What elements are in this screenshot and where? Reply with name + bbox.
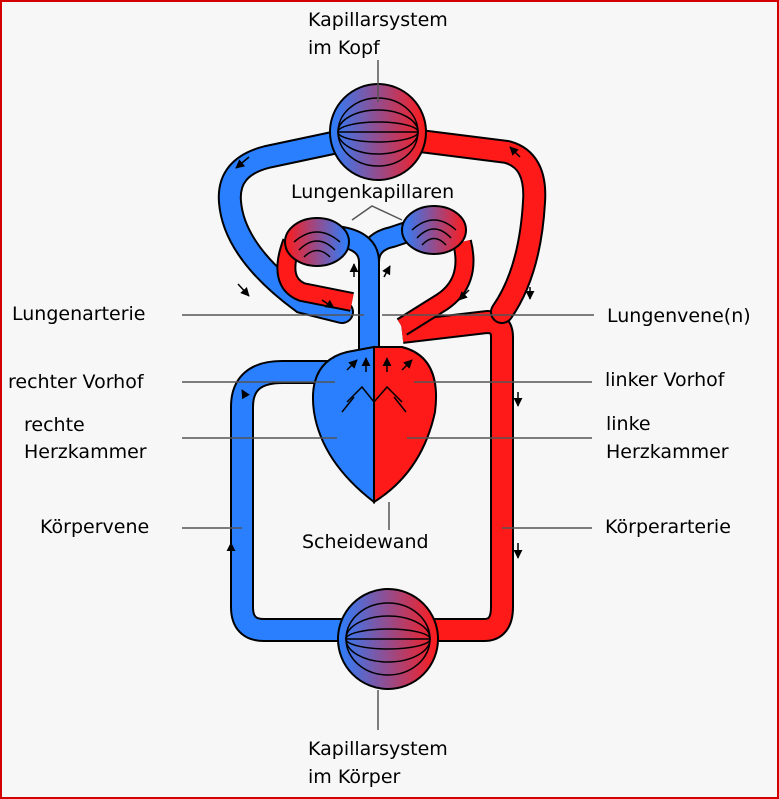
left-ventricle-label-line1: linke [606, 413, 651, 435]
right-atrium-label: rechter Vorhof [8, 371, 144, 393]
body-artery-label: Körperarterie [605, 516, 731, 538]
flow-arrows [226, 146, 535, 559]
head-capillaries-label-line1: Kapillarsystem [308, 9, 448, 31]
head-artery-vessel [400, 128, 547, 324]
leader-lines [182, 60, 594, 730]
lung-capillaries-label: Lungenkapillaren [291, 181, 455, 203]
heart [312, 345, 437, 505]
body-capillaries-label-line1: Kapillarsystem [308, 738, 448, 760]
left-ventricle-label-line2: Herzkammer [606, 441, 729, 463]
left-atrium-label: linker Vorhof [605, 369, 725, 391]
heart-left-side [373, 346, 437, 504]
right-ventricle-label-line2: Herzkammer [24, 441, 147, 463]
lung-capillaries-left [284, 217, 350, 267]
body-capillary-bed [337, 588, 439, 690]
heart-right-side [312, 345, 375, 505]
head-capillaries-label-line2: im Kopf [308, 37, 380, 59]
body-artery-vessel [400, 310, 514, 642]
pulmonary-vein-label: Lungenvene(n) [607, 305, 751, 327]
head-vein-vessel [217, 128, 359, 324]
body-vein-label: Körpervene [40, 516, 150, 538]
septum-label: Scheidewand [302, 531, 429, 553]
body-vein-vessel [230, 360, 374, 642]
right-ventricle-label-line1: rechte [24, 414, 85, 436]
pulmonary-artery-label: Lungenarterie [12, 303, 146, 325]
lung-capillaries-right [401, 205, 467, 255]
body-capillaries-label-line2: im Körper [308, 766, 401, 788]
